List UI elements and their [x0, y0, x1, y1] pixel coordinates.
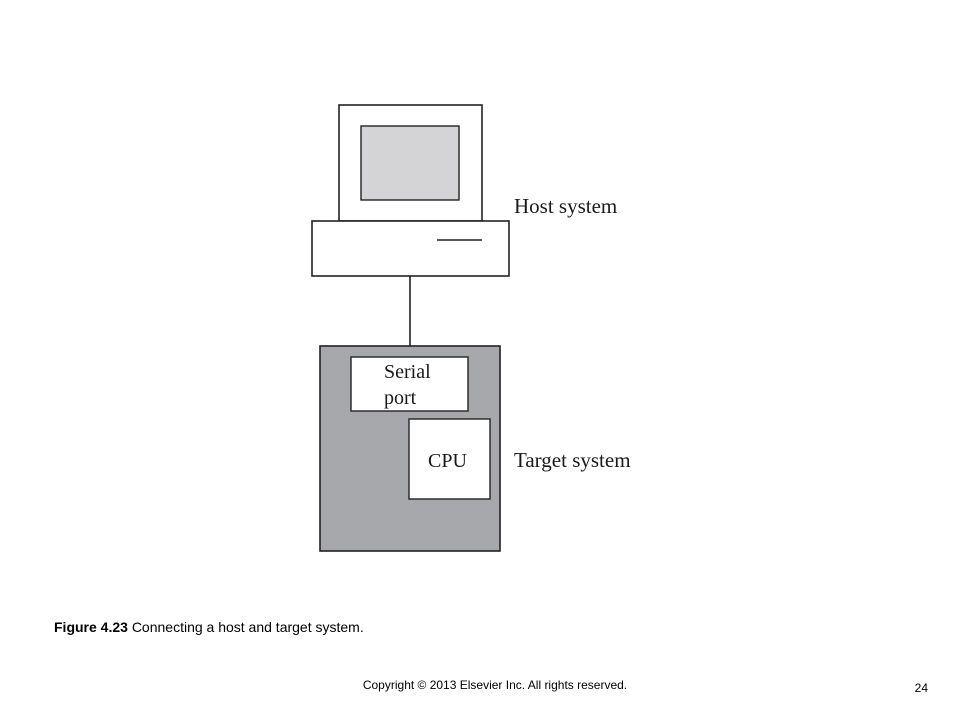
- cpu-box: [408, 418, 491, 500]
- copyright-notice: Copyright © 2013 Elsevier Inc. All right…: [362, 678, 628, 692]
- page-number: 24: [914, 681, 928, 695]
- host-system: [311, 104, 510, 277]
- host-base-unit: [311, 220, 510, 277]
- figure-number: Figure 4.23: [54, 619, 128, 635]
- cpu-label: CPU: [428, 450, 467, 472]
- serial-port-label-line1: Serial: [384, 361, 431, 383]
- host-system-label: Host system: [514, 194, 617, 218]
- serial-port-box: [350, 356, 469, 412]
- host-monitor-screen: [360, 125, 460, 201]
- serial-port-label-line2: port: [384, 387, 417, 409]
- target-system-label: Target system: [514, 448, 631, 472]
- figure-caption: Figure 4.23 Connecting a host and target…: [54, 619, 364, 635]
- figure-caption-text: Connecting a host and target system.: [131, 619, 364, 635]
- target-system: [319, 345, 501, 552]
